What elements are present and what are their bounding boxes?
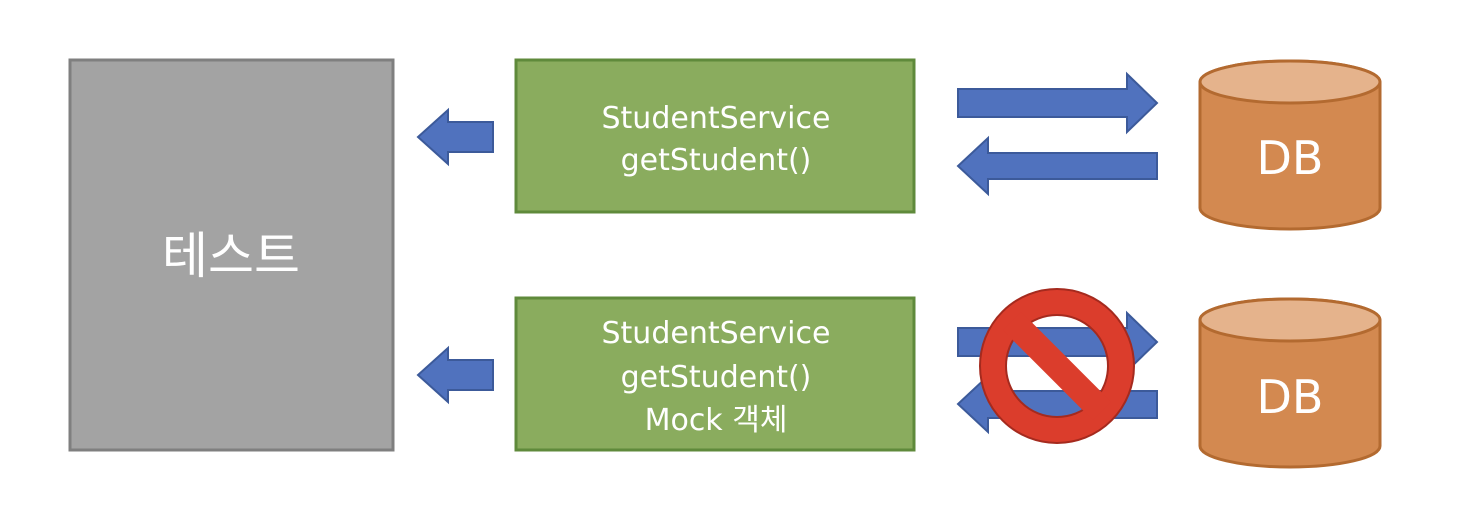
service-method: getStudent() [621, 143, 812, 178]
db-label-bottom: DB [1257, 370, 1324, 424]
mock-service-name: StudentService [602, 316, 831, 351]
test-label: 테스트 [162, 227, 300, 285]
arrow-service-to-test-top [416, 107, 494, 167]
arrow-service-to-db-top [957, 71, 1159, 135]
mock-object-label: Mock 객체 [645, 403, 788, 438]
db-cylinder-bottom: DB [1198, 297, 1382, 469]
db-cylinder-top: DB [1198, 59, 1382, 231]
no-entry-icon [979, 288, 1135, 444]
mock-service-method: getStudent() [621, 360, 812, 395]
mock-service-box: StudentService getStudent() Mock 객체 [514, 296, 916, 452]
arrow-mock-to-test-bottom [416, 345, 494, 405]
service-name: StudentService [602, 101, 831, 136]
student-service-box: StudentService getStudent() [514, 58, 916, 214]
db-label-top: DB [1257, 131, 1324, 185]
test-box: 테스트 [68, 58, 395, 452]
arrow-db-to-service-top [956, 135, 1158, 197]
